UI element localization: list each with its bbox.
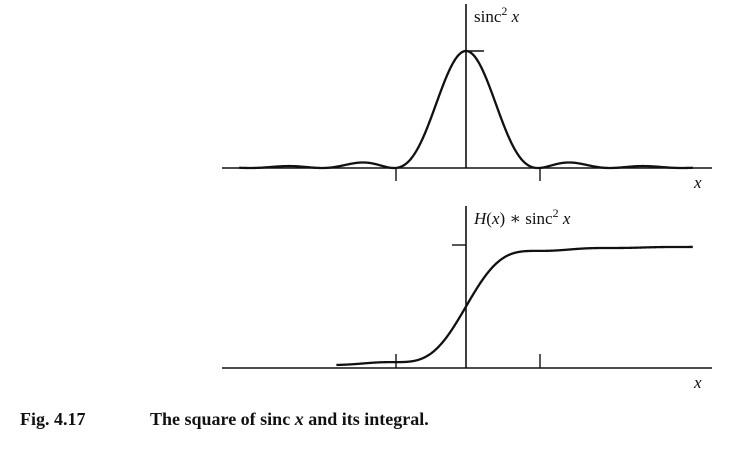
figure-number: Fig. 4.17 xyxy=(20,409,86,429)
top-ylabel: sinc2 x xyxy=(474,4,520,26)
bottom-curve-integral xyxy=(336,245,693,367)
top-curve-sinc-squared xyxy=(239,49,693,170)
top-panel: sinc2 x x xyxy=(222,4,712,192)
figure-caption-text: The square of sinc x and its integral. xyxy=(150,409,429,429)
figure-caption: Fig. 4.17 The square of sinc x and its in… xyxy=(20,409,429,430)
bottom-ylabel: H(x) ∗ sinc2 x xyxy=(473,206,571,228)
top-xlabel: x xyxy=(693,173,702,192)
bottom-panel: H(x) ∗ sinc2 x x xyxy=(222,206,712,392)
bottom-xlabel: x xyxy=(693,373,702,392)
